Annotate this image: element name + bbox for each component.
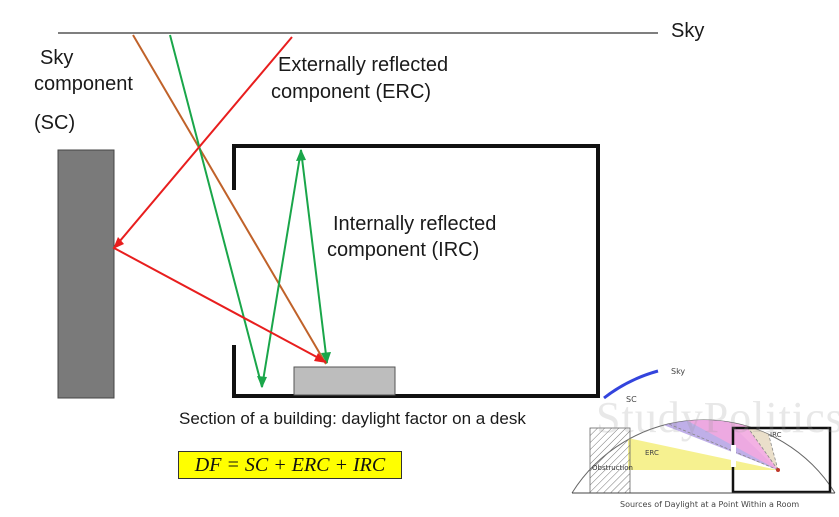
inset-point bbox=[776, 468, 780, 472]
inset-irc-label: IRC bbox=[770, 431, 782, 439]
sky-component-label-line2: component bbox=[34, 73, 133, 95]
irc-label-line2: component (IRC) bbox=[327, 239, 480, 261]
erc-label-line2: component (ERC) bbox=[271, 81, 432, 103]
inset-sky-label: Sky bbox=[671, 367, 685, 376]
red-arrowhead-desk bbox=[314, 353, 327, 363]
inset-watermark: StudyPolitics bbox=[596, 393, 839, 442]
green-arrowhead-end bbox=[321, 352, 331, 364]
inset-figure: Sky SC ERC IRC Obstruction bbox=[571, 367, 836, 494]
inset-irc-wedge bbox=[640, 420, 778, 470]
green-arrowhead-desk bbox=[257, 376, 267, 388]
inset-obstruction bbox=[589, 427, 631, 494]
sky-component-ray bbox=[169, 34, 328, 388]
green-arrowhead-ceiling bbox=[296, 149, 306, 161]
inset-obstruction-label: Obstruction bbox=[592, 464, 633, 472]
diagram-caption: Section of a building: daylight factor o… bbox=[179, 409, 526, 428]
red-arrowhead-obstruction bbox=[113, 237, 124, 249]
inset-window-gap bbox=[731, 445, 736, 467]
inset-ray-1 bbox=[599, 420, 779, 471]
sky-label: Sky bbox=[671, 20, 705, 42]
daylight-factor-formula: DF = SC + ERC + IRC bbox=[178, 451, 402, 479]
erc-label-line1: Externally reflected bbox=[278, 54, 449, 76]
obstruction-building bbox=[57, 149, 115, 399]
sky-component-label-line1: Sky bbox=[40, 47, 74, 69]
inset-sky-arc bbox=[603, 369, 659, 400]
inset-caption: Sources of Daylight at a Point Within a … bbox=[620, 500, 800, 509]
sky-component-abbr: (SC) bbox=[34, 112, 76, 134]
irc-label-line1: Internally reflected bbox=[333, 213, 497, 235]
inset-ray-2 bbox=[699, 420, 779, 471]
room-walls bbox=[232, 144, 600, 398]
inset-erc-wedge bbox=[628, 438, 778, 470]
inset-sc-label: SC bbox=[626, 395, 637, 404]
inset-erc-label: ERC bbox=[645, 449, 659, 457]
direct-sky-ray bbox=[132, 34, 327, 365]
desk bbox=[293, 366, 396, 396]
inset-ray-3 bbox=[744, 420, 779, 471]
